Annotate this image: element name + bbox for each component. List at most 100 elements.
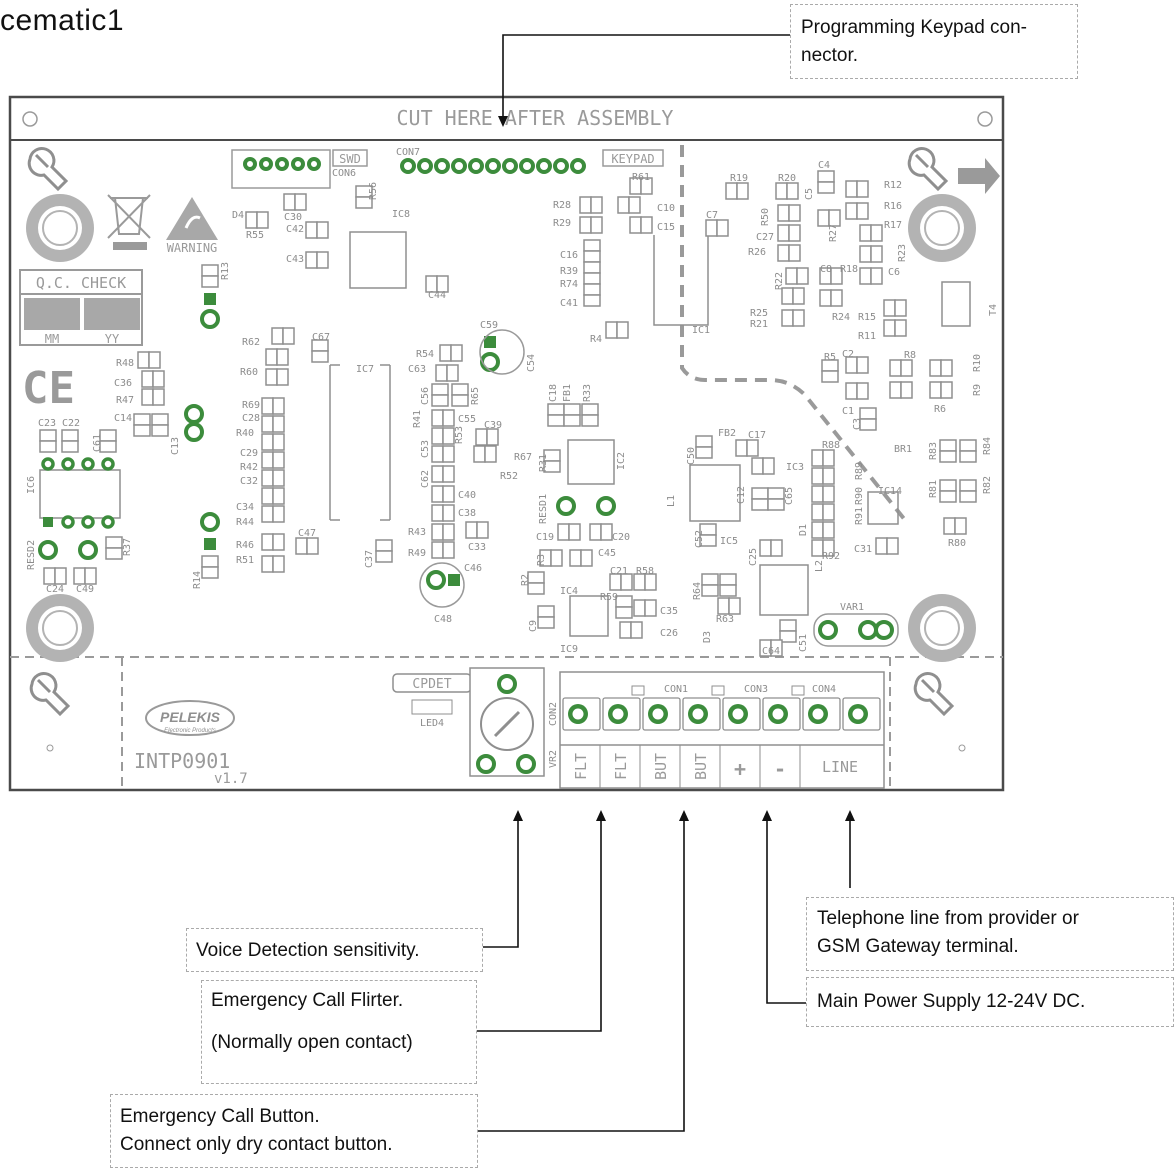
designator-r15: R15: [858, 312, 876, 323]
designator-r12: R12: [884, 180, 902, 191]
page-title: cematic1: [0, 4, 125, 37]
designator-c44: C44: [428, 290, 446, 301]
designator-c28: C28: [242, 413, 260, 424]
designator-con7: CON7: [396, 147, 420, 158]
led4-label: LED4: [420, 718, 444, 729]
callout-text: nector.: [801, 44, 859, 66]
designator-r33: R33: [582, 384, 593, 402]
designator-c64: C64: [762, 646, 780, 657]
callout-text: Connect only dry contact button.: [120, 1133, 393, 1155]
designator-c13: C13: [170, 437, 181, 455]
designator-c33: C33: [468, 542, 486, 553]
designator-r39: R39: [560, 266, 578, 277]
designator-c1: C1: [842, 406, 854, 417]
designator-r62: R62: [242, 337, 260, 348]
designator-r17: R17: [884, 220, 902, 231]
keypad-connector-con7: KEYPAD: [400, 149, 664, 174]
designator-ic3: IC3: [786, 462, 804, 473]
designator-r61: R61: [632, 172, 650, 183]
designator-r22: R22: [774, 272, 785, 290]
cut-line-label: CUT HERE AFTER ASSEMBLY: [397, 106, 674, 130]
designator-r81: R81: [928, 480, 939, 498]
designator-ic14: IC14: [878, 486, 902, 497]
designator-r59: R59: [600, 592, 618, 603]
designator-r60: R60: [240, 367, 258, 378]
designator-r24: R24: [832, 312, 850, 323]
designator-r5: R5: [824, 352, 836, 363]
designator-c65: C65: [784, 487, 795, 505]
keypad-label: KEYPAD: [611, 152, 654, 166]
designator-c10: C10: [657, 203, 675, 214]
designator-l2: L2: [814, 560, 825, 572]
designator-c42: C42: [286, 224, 304, 235]
designator-ic4: IC4: [560, 586, 578, 597]
designator-r69: R69: [242, 400, 260, 411]
designator-c30: C30: [284, 212, 302, 223]
designator-ic8: IC8: [392, 209, 410, 220]
designator-c31: C31: [854, 544, 872, 555]
designator-c50: C50: [686, 447, 697, 465]
callout-text: GSM Gateway terminal.: [817, 935, 1019, 957]
callout-text: (Normally open contact): [211, 1032, 413, 1053]
designator-c67: C67: [312, 332, 330, 343]
designator-r84: R84: [982, 437, 993, 455]
qc-check-label: Q.C. CHECK: [36, 274, 126, 292]
designator-c37: C37: [364, 550, 375, 568]
designator-resd1: RESD1: [538, 494, 549, 524]
model-number: INTP0901: [134, 749, 230, 773]
qc-check-box: Q.C. CHECK MM YY: [19, 269, 143, 346]
designator-c20: C20: [612, 532, 630, 543]
terminal-line: LINE: [822, 758, 858, 776]
designator-c16: C16: [560, 250, 578, 261]
designator-r4: R4: [590, 334, 602, 345]
designator-r46: R46: [236, 540, 254, 551]
callout-text: Programming Keypad con-: [801, 17, 1027, 38]
brand-subtitle: Electronic Products: [164, 728, 216, 734]
designator-r89: R89: [854, 462, 865, 480]
designator-l1: L1: [666, 495, 677, 507]
designator-r31: R31: [538, 454, 549, 472]
designator-c15: C15: [657, 222, 675, 233]
designator-r47: R47: [116, 395, 134, 406]
designator-r21: R21: [750, 319, 768, 330]
designator-c27: C27: [756, 232, 774, 243]
designator-ic9: IC9: [560, 644, 578, 655]
designator-c35: C35: [660, 606, 678, 617]
designator-c47: C47: [298, 528, 316, 539]
designator-c9: C9: [528, 620, 539, 632]
designator-c41: C41: [560, 298, 578, 309]
con1-label: CON1: [664, 684, 688, 695]
designator-c62: C62: [420, 470, 431, 488]
designator-r50: R50: [760, 208, 771, 226]
designator-d1: D1: [798, 524, 809, 536]
designator-r55: R55: [246, 230, 264, 241]
terminal-flt-1: FLT: [572, 753, 590, 780]
ce-mark: CE: [22, 363, 75, 414]
designator-r11: R11: [858, 331, 876, 342]
callout-emergency-flirter: Emergency Call Flirter. (Normally open c…: [201, 980, 477, 1084]
esd-warning-icon: WARNING: [166, 197, 218, 255]
designator-r28: R28: [553, 200, 571, 211]
designator-r54: R54: [416, 349, 434, 360]
designator-c59: C59: [480, 320, 498, 331]
designator-r67: R67: [514, 452, 532, 463]
designator-r25: R25: [750, 308, 768, 319]
designator-r16: R16: [884, 201, 902, 212]
designator-r88: R88: [822, 440, 840, 451]
designator-r42: R42: [240, 462, 258, 473]
designator-r82: R82: [982, 476, 993, 494]
designator-r41: R41: [412, 410, 423, 428]
designator-d4: D4: [232, 210, 244, 221]
designator-r92: R92: [822, 551, 840, 562]
callout-keypad-connector: Programming Keypad con- nector.: [790, 4, 1078, 79]
callout-main-power: Main Power Supply 12-24V DC.: [806, 977, 1174, 1027]
designator-c63: C63: [408, 364, 426, 375]
designator-ic2: IC2: [616, 452, 627, 470]
designator-r20: R20: [778, 173, 796, 184]
designator-r80: R80: [948, 538, 966, 549]
cpdet-label: CPDET: [412, 677, 451, 692]
designator-c40: C40: [458, 490, 476, 501]
designator-c54: C54: [526, 354, 537, 372]
designator-fb1: FB1: [562, 384, 573, 402]
